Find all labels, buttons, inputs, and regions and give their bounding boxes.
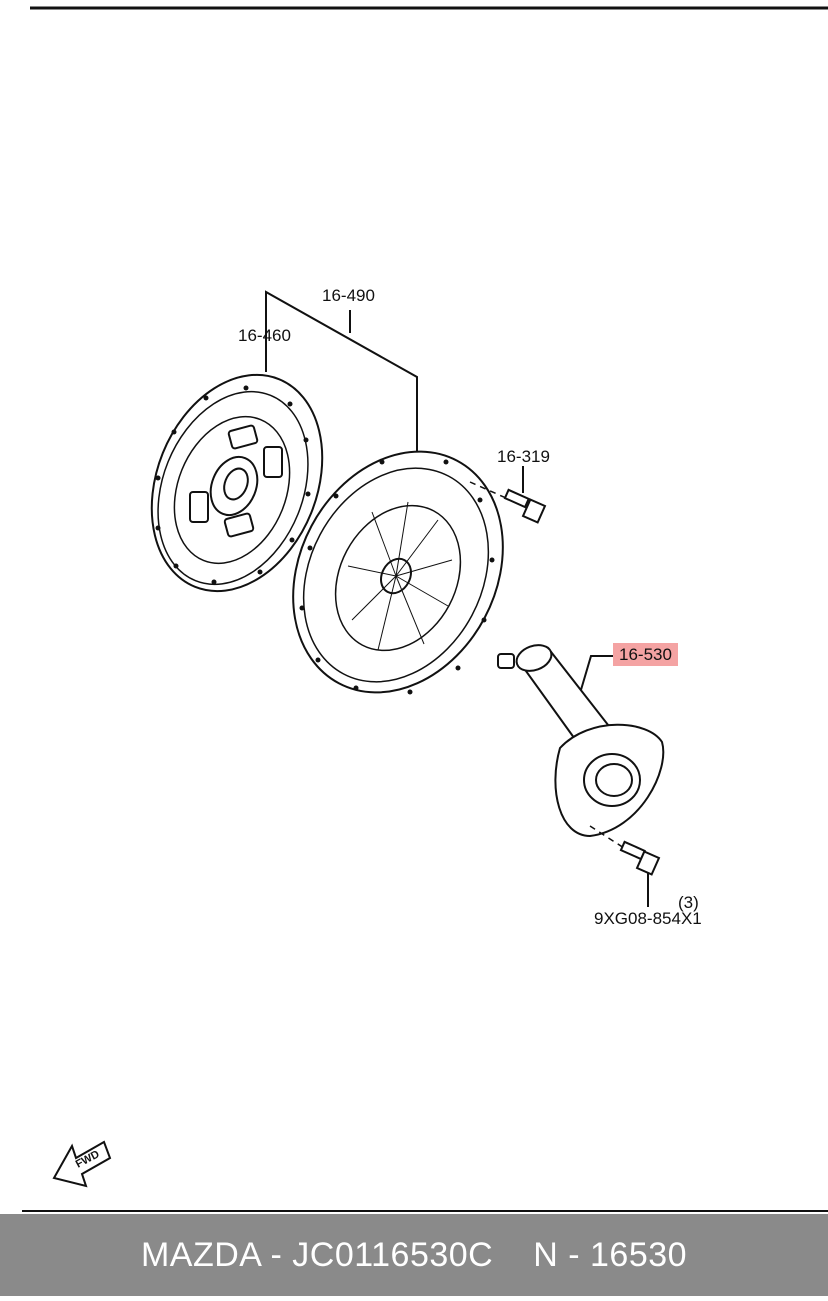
bolt-lower (589, 825, 661, 876)
pressure-plate (292, 450, 504, 695)
bolt-upper (469, 481, 547, 524)
callout-bolt-qty: (3) (678, 893, 699, 912)
callout-bolt-upper: 16-319 (497, 447, 550, 466)
fwd-arrow-icon (52, 1140, 112, 1188)
footer-ref: N - 16530 (533, 1235, 688, 1274)
footer-bar: MAZDA - JC0116530C N - 16530 (0, 1214, 828, 1296)
callout-assembly: 16-490 (322, 286, 375, 305)
callout-release-cylinder: 16-530 (613, 643, 678, 666)
footer-brand-part: MAZDA - JC0116530C (140, 1235, 494, 1274)
callout-bolt-lower: 9XG08-854X1 (594, 909, 702, 928)
leader-lines (265, 290, 649, 907)
callout-disc: 16-460 (238, 326, 291, 345)
release-cylinder (497, 644, 665, 838)
clutch-disc (150, 373, 324, 593)
